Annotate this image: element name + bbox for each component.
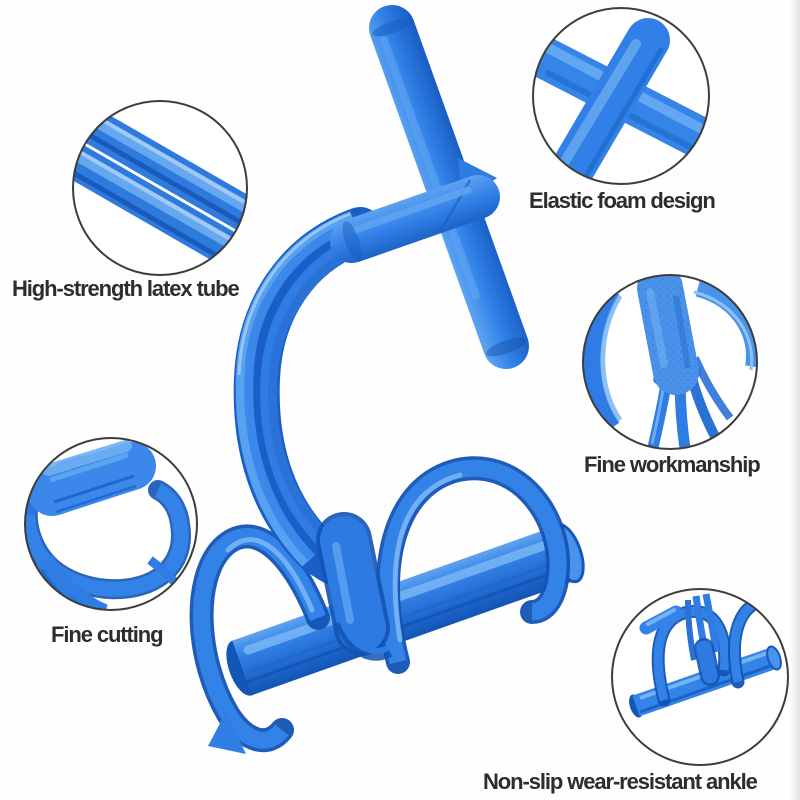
callout-circle-foam-design [532, 7, 710, 185]
handle-strap-sleeve [330, 158, 500, 263]
latex-tubes [233, 207, 383, 585]
callout-circle-workmanship [582, 274, 758, 450]
left-pedal-loop [189, 524, 330, 754]
photo-edge-shade [790, 0, 800, 800]
callout-circle-cutting [24, 437, 198, 611]
callout-circle-latex-tube [72, 100, 248, 276]
callout-label-elastic-foam-design: Elastic foam design [529, 188, 716, 213]
callout-label-fine-workmanship: Fine workmanship [584, 452, 761, 477]
callout-label-non-slip-ankle: Non-slip wear-resistant ankle [483, 769, 758, 794]
callout-label-high-strength-latex-tube: High-strength latex tube [12, 276, 240, 301]
callout-circle-ankle [611, 588, 789, 766]
right-pedal-loop [375, 456, 571, 674]
tube-connector [316, 512, 393, 661]
callout-label-fine-cutting: Fine cutting [51, 622, 164, 647]
